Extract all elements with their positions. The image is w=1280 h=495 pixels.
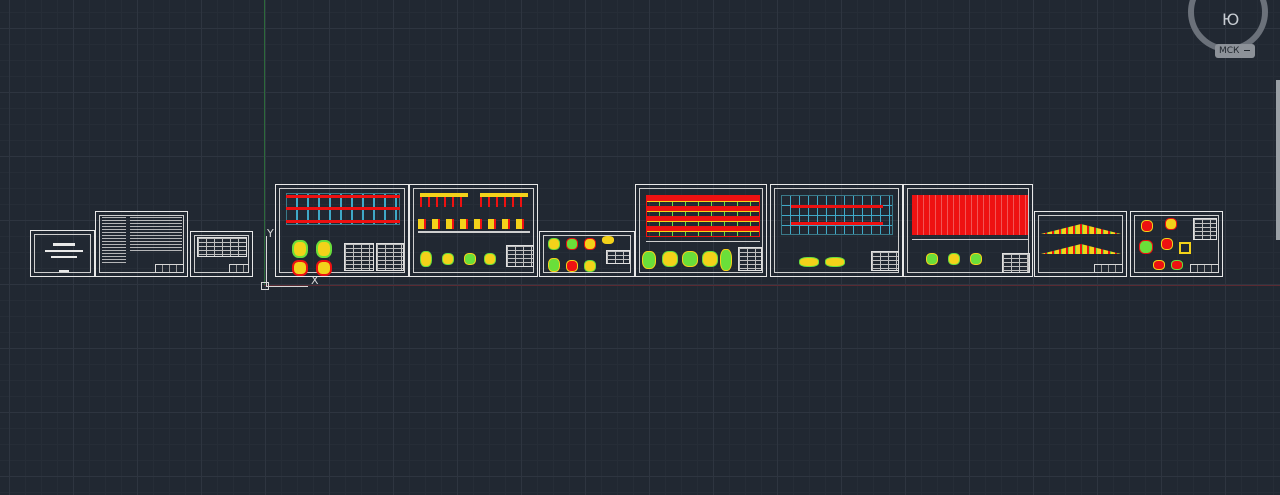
title-bar: [45, 250, 83, 252]
schedule-table: [1193, 218, 1217, 240]
node-detail: [1139, 240, 1153, 254]
sheet-frame: [99, 215, 184, 273]
notes-block: [102, 217, 126, 265]
frame-elevation: [420, 193, 468, 207]
sheet-frame: [34, 234, 91, 273]
frame-elevation-sheet[interactable]: [409, 184, 538, 277]
schedule-table: [376, 243, 404, 271]
node-detail: [1141, 220, 1153, 232]
section-line: [912, 239, 1028, 240]
bracing-grid: [781, 195, 893, 235]
wcs-label: МСК: [1219, 46, 1240, 56]
node-detail: [484, 253, 496, 265]
connection-detail: [548, 238, 560, 250]
schedule-table: [197, 237, 247, 257]
node-detail: [926, 253, 938, 265]
sheet-frame: [774, 188, 899, 273]
title-block: [154, 264, 184, 273]
node-detail: [1179, 242, 1191, 254]
navigation-bar-handle[interactable]: [1276, 80, 1280, 240]
frame-plan-sheet[interactable]: [275, 184, 409, 277]
x-axis-line: [264, 285, 1280, 286]
viewcube-south-label[interactable]: Ю: [1222, 10, 1240, 29]
roofing-area: [912, 195, 1028, 235]
title-bar: [59, 270, 69, 272]
title-bar: [51, 256, 77, 258]
y-axis-line: [264, 0, 265, 286]
node-detail: [1161, 238, 1173, 250]
frame-elevation: [480, 193, 528, 207]
truss-elevation: [1041, 224, 1121, 234]
footing-detail: [316, 240, 332, 258]
truss-elevation: [1041, 244, 1121, 254]
node-detail: [1153, 260, 1165, 270]
sheet-frame: [1134, 215, 1219, 273]
sheet-frame: [639, 188, 763, 273]
connection-detail: [566, 238, 578, 250]
node-detail: [1165, 218, 1177, 230]
schedule-table: [344, 243, 374, 271]
section-row: [418, 219, 530, 229]
beam-row: [286, 207, 400, 210]
sheet-frame: [543, 235, 631, 273]
schedule-table: [606, 250, 630, 264]
footing-detail: [292, 260, 308, 276]
node-detail: [948, 253, 960, 265]
section-line: [418, 231, 530, 233]
node-detail: [702, 251, 718, 267]
title-bar: [53, 243, 75, 246]
wcs-dropdown-button[interactable]: МСК: [1215, 44, 1255, 58]
sheet-frame: [1038, 215, 1123, 273]
sheet-frame: [413, 188, 534, 273]
beam-row: [286, 220, 400, 223]
footing-detail: [292, 240, 308, 258]
node-details-sheet[interactable]: [1130, 211, 1223, 277]
general-notes-sheet[interactable]: [95, 211, 188, 277]
connection-detail: [602, 236, 614, 244]
purlin-plan: [646, 195, 760, 237]
node-detail: [464, 253, 476, 265]
beam-row: [286, 195, 400, 198]
bracing-plan-sheet[interactable]: [770, 184, 903, 277]
title-block: [1189, 264, 1219, 273]
connection-detail: [584, 238, 596, 250]
cover-sheet[interactable]: [30, 230, 95, 277]
node-detail: [799, 257, 819, 267]
notes-block: [130, 217, 182, 253]
sheet-frame: [194, 235, 249, 273]
schedule-table: [871, 251, 899, 271]
connection-details-sheet[interactable]: [539, 231, 635, 277]
sheet-list-sheet[interactable]: [190, 231, 253, 277]
sheet-frame: [907, 188, 1029, 273]
bracing-row: [791, 222, 883, 225]
roofing-plan-sheet[interactable]: [903, 184, 1033, 277]
truss-sheet[interactable]: [1034, 211, 1127, 277]
connection-detail: [584, 260, 596, 272]
ucs-y-label: Y: [267, 227, 274, 240]
schedule-table: [506, 245, 534, 267]
node-detail: [662, 251, 678, 267]
connection-detail: [566, 260, 578, 272]
connection-detail: [548, 258, 560, 272]
title-block: [1093, 264, 1123, 273]
node-detail: [720, 249, 732, 271]
node-detail: [420, 251, 432, 267]
node-detail: [825, 257, 845, 267]
ucs-x-label: X: [311, 274, 319, 287]
section-line: [646, 241, 760, 242]
node-detail: [682, 251, 698, 267]
schedule-table: [1002, 253, 1030, 273]
node-detail: [1171, 260, 1183, 270]
node-detail: [970, 253, 982, 265]
schedule-table: [738, 247, 762, 271]
node-detail: [442, 253, 454, 265]
title-block: [229, 264, 249, 273]
sheet-frame: [279, 188, 405, 273]
chevron-down-icon: [1244, 50, 1250, 51]
purlin-layout-sheet[interactable]: [635, 184, 767, 277]
node-detail: [642, 251, 656, 269]
bracing-row: [791, 205, 883, 208]
footing-detail: [316, 260, 332, 276]
